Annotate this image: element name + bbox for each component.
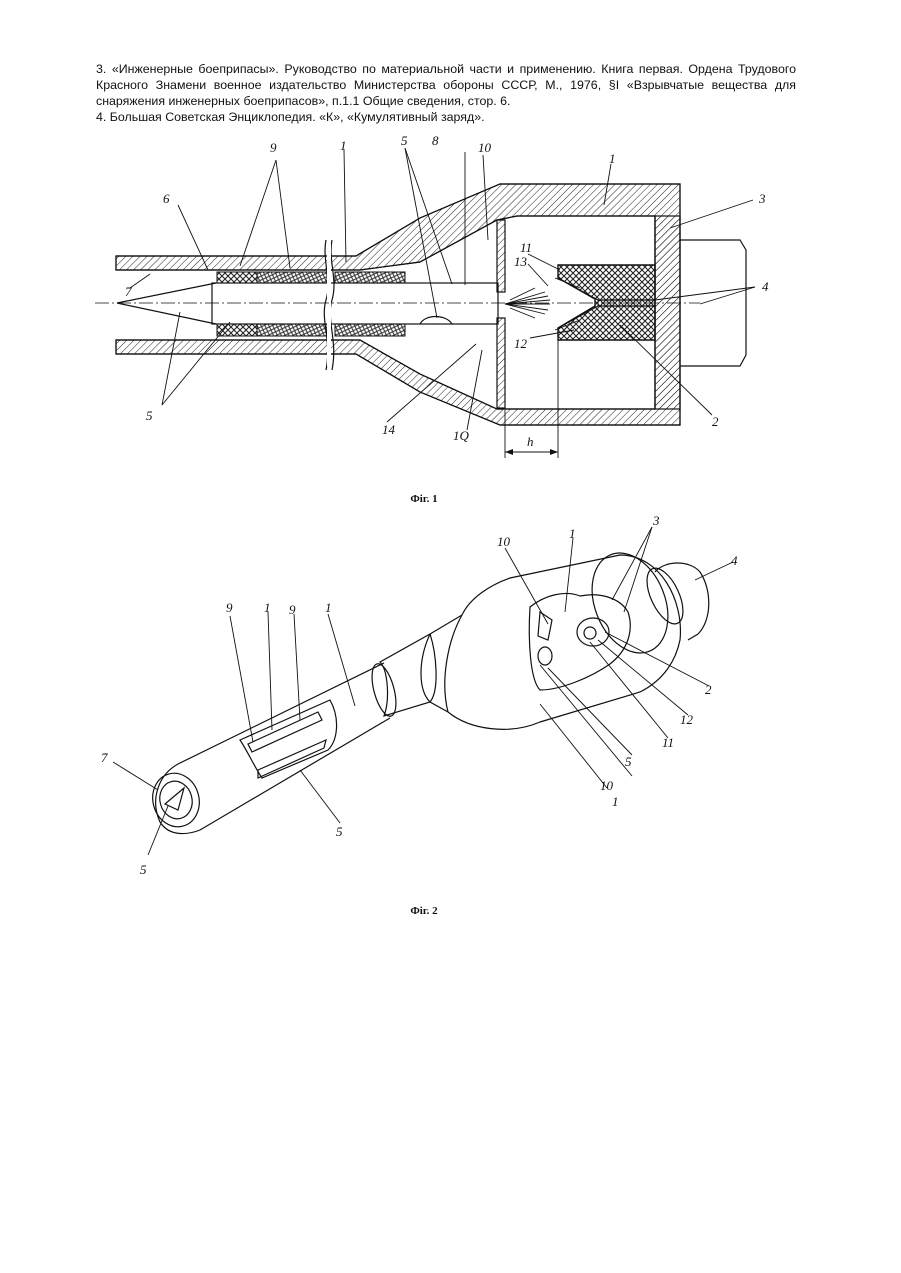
label-12: 12 [680, 712, 694, 727]
label-1: 1 [612, 794, 619, 809]
label-4: 4 [731, 553, 738, 568]
label-9: 9 [226, 600, 233, 615]
label-3: 3 [652, 513, 660, 528]
label-5: 5 [140, 862, 147, 877]
label-7: 7 [101, 750, 108, 765]
figure-2-caption: Фіг. 2 [374, 905, 474, 917]
label-5: 5 [625, 754, 632, 769]
label-11: 11 [662, 735, 674, 750]
label-1: 1 [264, 600, 271, 615]
label-10: 10 [497, 534, 511, 549]
label-2: 2 [705, 682, 712, 697]
large-body [448, 555, 680, 729]
label-1: 1 [325, 600, 332, 615]
label-10: 10 [600, 778, 614, 793]
label-9: 9 [289, 602, 296, 617]
label-5: 5 [336, 824, 343, 839]
label-1: 1 [569, 526, 576, 541]
